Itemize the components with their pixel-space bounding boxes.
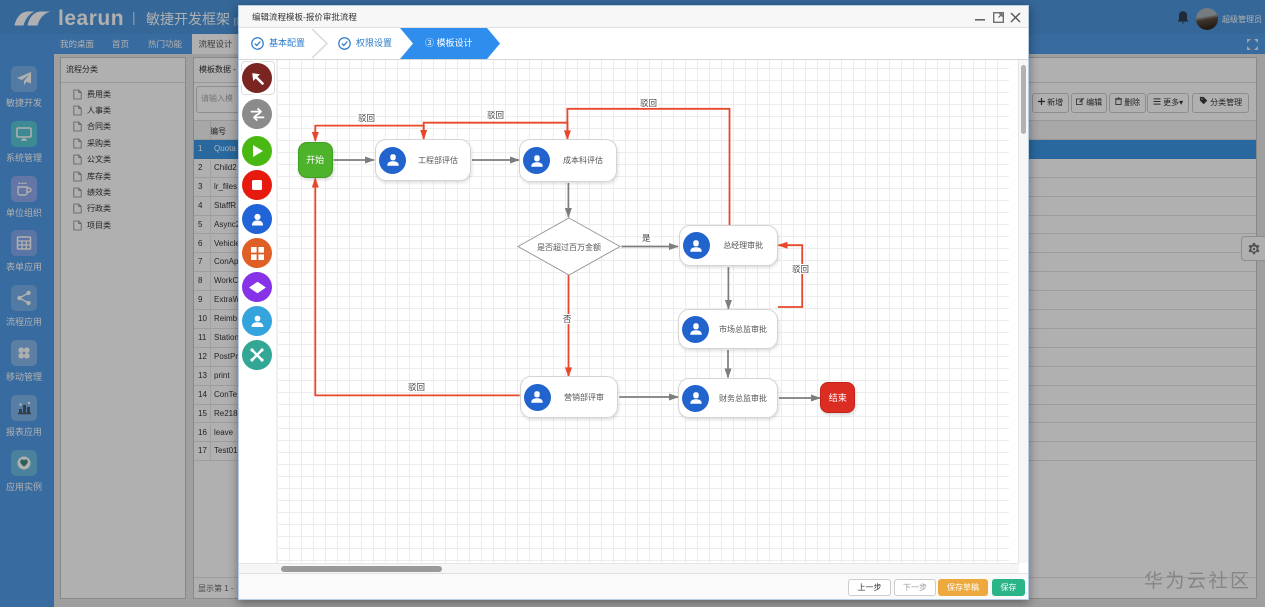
svg-text:是否超过百万金额: 是否超过百万金额: [537, 242, 601, 252]
